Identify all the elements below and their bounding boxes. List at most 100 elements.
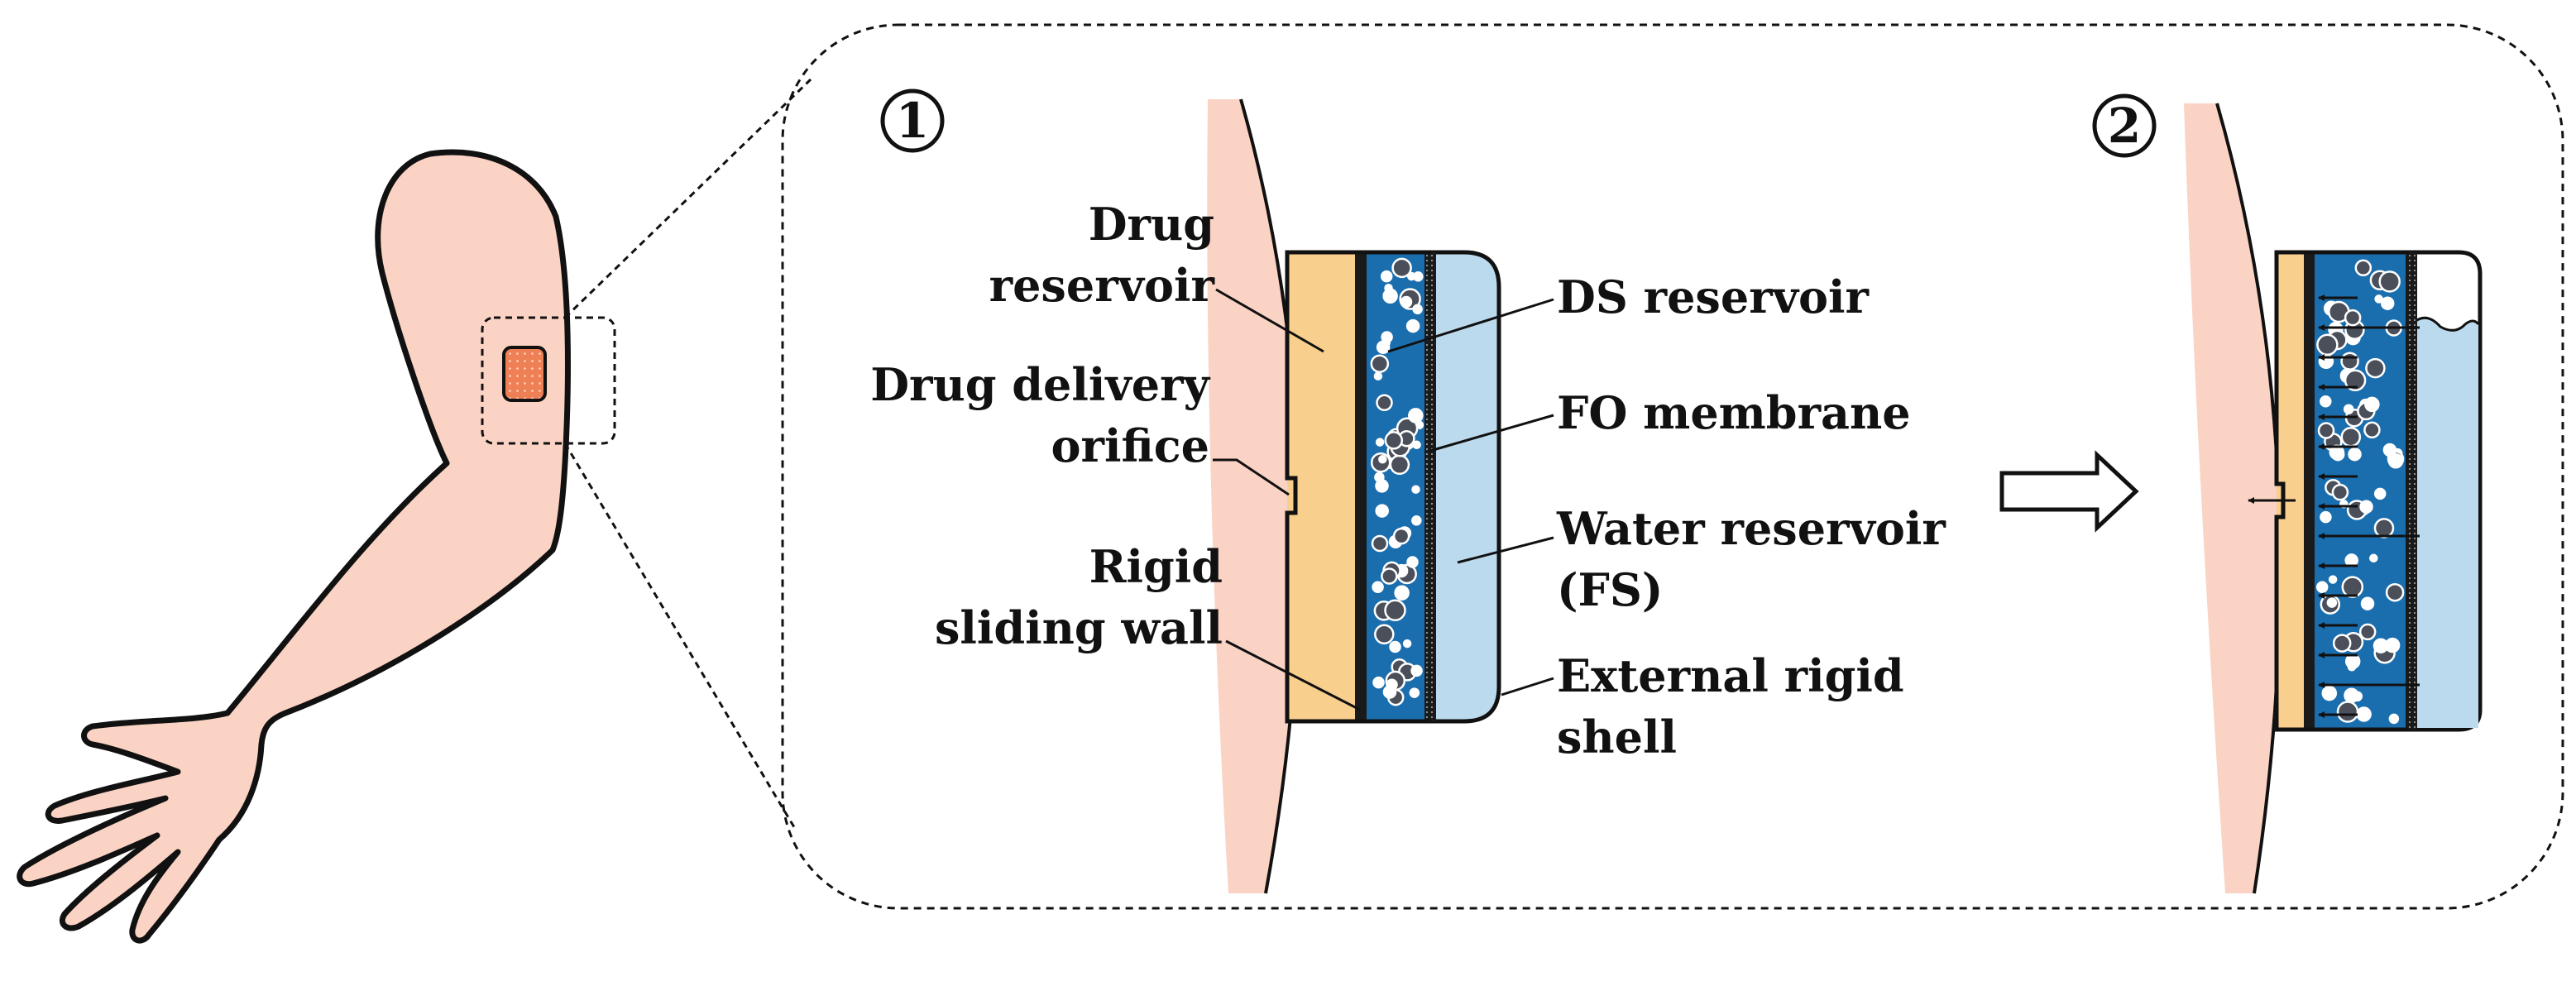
zoom-line-bottom: [563, 443, 796, 828]
solute-particle: [1406, 271, 1416, 281]
solute-particle: [2382, 443, 2397, 457]
sliding-wall-2: [2304, 252, 2315, 730]
label-drug-reservoir: Drug reservoir: [989, 198, 1324, 353]
solute-particle: [2373, 518, 2395, 538]
solute-particle: [2320, 395, 2332, 408]
drug-reservoir-line-2: reservoir: [989, 259, 1215, 312]
water-reservoir-line-1: Water reservoir: [1556, 502, 1946, 555]
solute-particle: [2344, 553, 2358, 567]
step-2-number: 2: [2108, 98, 2141, 154]
solute-particle: [2344, 309, 2362, 327]
rigid-sliding-wall-line-2: sliding wall: [935, 601, 1223, 654]
solute-particle: [2344, 687, 2359, 703]
solute-particle: [2340, 352, 2359, 371]
water-surface-2: [2415, 316, 2480, 332]
solute-particle: [2341, 576, 2364, 598]
water-flow-arrows: [2318, 294, 2420, 718]
ds-reservoir-text: DS reservoir: [1557, 270, 1870, 323]
water-level-2: [2416, 318, 2478, 728]
solute-particle: [2354, 259, 2373, 277]
solute-particle: [2331, 483, 2349, 501]
solute-particle: [1380, 270, 1393, 283]
solute-particle: [1370, 354, 1390, 373]
solute-particle: [2359, 500, 2373, 514]
solute-particle: [1389, 640, 1401, 653]
drug-delivery-orifice-line-2: orifice: [1051, 419, 1209, 472]
arm-outline: [17, 149, 571, 944]
solute-particle: [1373, 371, 1383, 381]
solute-particle: [1381, 338, 1391, 347]
sliding-wall-1: [1355, 252, 1367, 721]
draw-solute-particles-2: [2315, 259, 2405, 725]
solute-particle: [2364, 396, 2380, 413]
solute-particle: [2344, 369, 2367, 392]
solute-particle: [2340, 426, 2362, 448]
solute-particle: [1374, 471, 1385, 483]
solute-particle: [2363, 421, 2381, 439]
solute-particle: [1384, 431, 1404, 450]
solute-particle: [2315, 581, 2329, 594]
skin-surface-2: [2184, 103, 2281, 893]
device-state-2: [2184, 103, 2483, 894]
rigid-sliding-wall-line-1: Rigid: [1089, 540, 1223, 593]
solute-particle: [2373, 638, 2389, 653]
solute-particle: [1381, 567, 1398, 585]
solute-particle: [1405, 318, 1420, 333]
solute-particle: [2332, 634, 2352, 653]
solute-particle: [2388, 713, 2400, 725]
solute-particle: [1372, 676, 1385, 689]
solute-particle: [1375, 504, 1389, 518]
solute-particle: [1410, 664, 1423, 677]
solute-particle: [2316, 333, 2339, 357]
solute-particle: [2321, 685, 2338, 701]
label-drug-delivery-orifice: Drug delivery orifice: [870, 358, 1290, 496]
label-ds-reservoir: DS reservoir: [1387, 270, 1870, 353]
label-fo-membrane: FO membrane: [1429, 386, 1911, 452]
solute-particle: [2343, 404, 2354, 414]
solute-particle: [2373, 487, 2387, 500]
solute-particle: [2374, 294, 2383, 304]
solute-particle: [1411, 515, 1422, 526]
solute-particle: [1389, 454, 1410, 476]
solute-particle: [1384, 599, 1406, 622]
solute-particle: [1402, 639, 1412, 649]
solute-particle: [2380, 296, 2395, 310]
zoom-panel: [781, 23, 2564, 910]
solute-particle: [2347, 663, 2357, 672]
solute-particle: [1374, 624, 1395, 645]
drug-reservoir-line-1: Drug: [1089, 198, 1214, 251]
fo-membrane-1: [1424, 252, 1436, 721]
solute-particle: [1394, 585, 1410, 601]
label-water-reservoir: Water reservoir (FS): [1457, 502, 1946, 616]
zoom-source-box: [481, 316, 616, 445]
patch-on-arm: [502, 346, 547, 402]
solute-particle: [2320, 510, 2332, 524]
solute-particle: [1408, 408, 1424, 424]
solute-particle: [1412, 440, 1421, 450]
solute-particle: [1409, 687, 1420, 698]
solute-particle: [2348, 447, 2362, 462]
solute-particle: [1400, 295, 1413, 309]
device-state-1: [1207, 98, 1501, 894]
solute-particle: [2385, 582, 2405, 602]
solute-particle: [2326, 597, 2338, 608]
drug-reservoir-1: [1287, 252, 1355, 721]
solute-particle: [1392, 527, 1410, 545]
solute-particle: [1391, 257, 1412, 279]
solute-particle: [2387, 453, 2404, 469]
draw-solute-particles-1: [1370, 257, 1424, 706]
solute-particle: [2360, 596, 2375, 610]
solute-particle: [1411, 485, 1420, 494]
solute-particle: [1382, 288, 1398, 304]
water-reservoir-line-2: (FS): [1557, 563, 1663, 616]
solute-particle: [2317, 422, 2335, 439]
solute-particle: [1406, 556, 1419, 568]
solute-particle: [1412, 304, 1423, 315]
solute-particle: [2378, 270, 2401, 293]
label-rigid-sliding-wall: Rigid sliding wall: [935, 540, 1361, 711]
hollow-right-arrow-icon: [1999, 450, 2139, 533]
arm-illustration: [17, 149, 616, 944]
solute-particle: [2365, 357, 2386, 379]
solute-particle: [1378, 455, 1387, 464]
